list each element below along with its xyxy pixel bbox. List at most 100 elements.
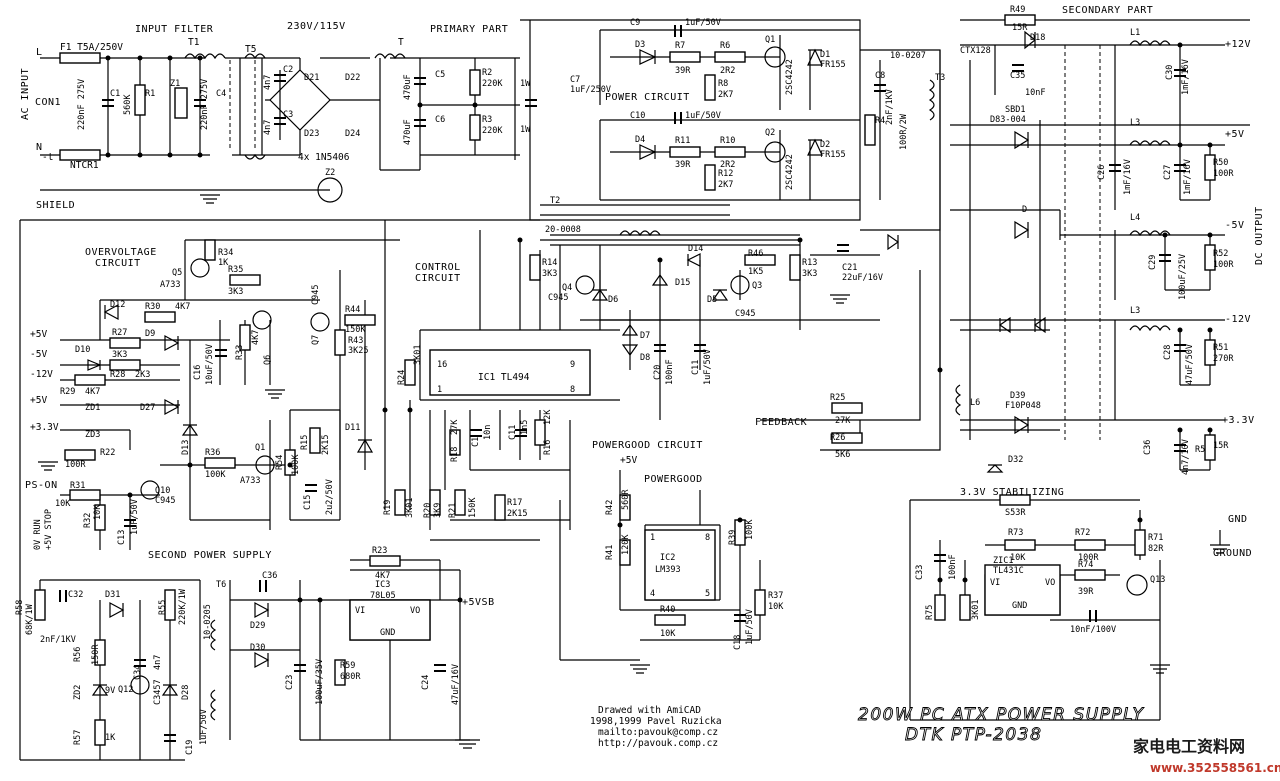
label-powergood-circuit: POWERGOOD CIRCUIT: [592, 440, 703, 451]
label-parts-c4: C4: [216, 89, 226, 99]
label-parts-c7: C7: [570, 75, 580, 85]
label-parts-c13: C13: [117, 530, 127, 545]
label-parts-r20v: 3K9: [433, 503, 443, 518]
resistor-r28: [109, 359, 141, 371]
label-parts-d39: D39: [1010, 391, 1025, 401]
label-parts-c20v: 100nF: [665, 359, 675, 385]
label-parts-c19: C19: [185, 740, 195, 755]
label-parts-c11: C11: [508, 425, 518, 440]
label-parts-c5v: 470uF: [403, 74, 413, 100]
diode-d39: [1014, 415, 1030, 435]
label-parts-r40v: 10K: [660, 629, 676, 639]
label-parts-c11b: C11: [691, 360, 701, 375]
resistor-s53r: [999, 494, 1031, 506]
label-parts-c28: C28: [1163, 345, 1173, 360]
title-block: 200W PC ATX POWER SUPPLY DTK PTP-2038 Dr…: [590, 705, 1144, 749]
label-parts-zd1: ZD1: [85, 403, 100, 413]
label-shield: SHIELD: [36, 200, 75, 211]
label-parts-r36: R36: [205, 448, 220, 458]
label-parts-zic1t: TL431C: [993, 566, 1024, 576]
label-line-n: N: [36, 142, 43, 153]
label-parts-c9: C9: [630, 18, 640, 28]
label-parts-d29: D29: [250, 621, 265, 631]
label-parts-r50: R50: [1213, 158, 1228, 168]
label-parts-c18v: 1uF/50V: [745, 609, 755, 645]
transistor-q10: [140, 480, 160, 500]
label-parts-zd3: ZD3: [85, 430, 100, 440]
label-parts-r46v: 1K5: [748, 267, 763, 277]
label-parts-r40: R40: [660, 605, 675, 615]
label-parts-r52v: 100R: [1213, 260, 1234, 270]
label-parts-q12: Q12: [118, 685, 133, 695]
resistor-r49: [1004, 14, 1036, 26]
label-parts-c10v: 1uF/50V: [685, 111, 721, 121]
label-parts-t: T: [398, 37, 404, 48]
label-run: 0V RUN: [33, 519, 43, 550]
label-parts-ic3: IC3: [375, 580, 390, 590]
label-parts-r72v: 100R: [1078, 553, 1099, 563]
label-parts-r46: R46: [748, 249, 763, 259]
cap-c1: [102, 99, 114, 107]
ic1-tl494: [429, 349, 591, 396]
input-label-33v: +3.3V: [30, 422, 59, 433]
label-parts-q4t: C945: [548, 293, 568, 303]
label-parts-r31: R31: [70, 481, 85, 491]
label-parts-t6t: 10-0205: [203, 604, 213, 640]
ground-7: [1210, 544, 1230, 554]
label-parts-r21: R21: [448, 503, 458, 518]
label-parts-d13: D13: [181, 440, 191, 455]
label-parts-q10: Q10: [155, 486, 170, 496]
label-parts-d14: D14: [688, 244, 703, 254]
label-parts-r36v: 100K: [205, 470, 226, 480]
label-parts-d5: D5: [707, 295, 717, 305]
label-parts-r3: R3: [482, 115, 492, 125]
label-parts-r14v: 3K3: [542, 269, 557, 279]
label-parts-t2t: 20-0008: [545, 225, 581, 235]
label-parts-c16: C16: [193, 365, 203, 380]
cap-c-tl: [1089, 610, 1097, 622]
ground-5: [830, 294, 850, 304]
label-parts-p8: 8: [570, 385, 575, 395]
label-parts-q4: Q4: [562, 283, 572, 293]
label-parts-c3: C3: [283, 110, 293, 120]
diode-d2: [807, 138, 823, 156]
label-parts-d11: D11: [345, 423, 360, 433]
label-parts-r30: R30: [145, 302, 160, 312]
resistor-r14: [529, 254, 541, 281]
label-parts-r57: R57: [73, 730, 83, 745]
diode-d-12v-b: [1033, 316, 1046, 334]
resistor-r12: [704, 164, 716, 191]
label-overvoltage: OVERVOLTAGE: [85, 247, 157, 258]
label-parts-r57v: 1K: [105, 733, 116, 743]
label-parts-q2: Q2: [765, 128, 775, 138]
label-parts-r24: R24: [397, 370, 407, 385]
label-parts-r3v: 220K: [482, 126, 503, 136]
label-parts-d30: D30: [250, 643, 265, 653]
label-powergood-sig: POWERGOOD: [644, 474, 703, 485]
resistor-r31: [69, 489, 101, 501]
label-parts-w2: 1W: [520, 125, 531, 135]
label-parts-q12t: C3457: [153, 679, 163, 705]
resistor-r11: [669, 146, 701, 158]
label-parts-q3: Q3: [752, 281, 762, 291]
coil-t3: [928, 79, 935, 121]
input-label-m12v: -12V: [30, 369, 53, 380]
label-parts-d-lbl: D: [1022, 205, 1027, 215]
transistor-q13: [1126, 574, 1148, 596]
label-parts-r21v: 150K: [468, 497, 478, 518]
resistor-ntcr1: [59, 149, 101, 161]
title-line-1: 200W PC ATX POWER SUPPLY: [858, 705, 1144, 725]
label-parts-r6v: 2R2: [720, 66, 735, 76]
label-parts-r8v: 2K7: [718, 90, 733, 100]
diode-d8: [621, 344, 639, 357]
transistor-q3: [730, 275, 750, 295]
diode-top-d: [887, 233, 900, 251]
zener-zd2: [91, 683, 109, 696]
label-parts-r41: R41: [605, 545, 615, 560]
label-parts-r59: R59: [340, 661, 355, 671]
label-parts-r49: R49: [1010, 5, 1025, 15]
label-parts-c1bv: 10n: [483, 425, 493, 440]
cap-c7: [525, 99, 537, 107]
label-feedback: FEEDBACK: [755, 417, 807, 428]
